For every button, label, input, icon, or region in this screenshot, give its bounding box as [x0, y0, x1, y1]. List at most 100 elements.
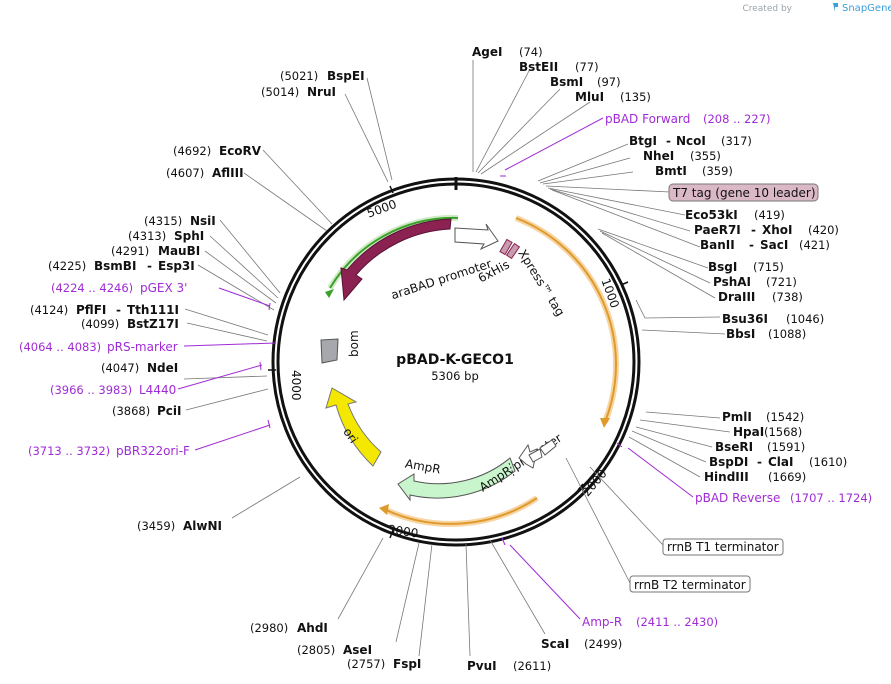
enzyme-bsteII[interactable]: BstEII (77) — [519, 60, 599, 74]
enzyme-bspEI[interactable]: (5021) BspEI — [280, 69, 365, 83]
svg-text:AlwNI: AlwNI — [183, 519, 222, 533]
svg-text:(738): (738) — [772, 290, 803, 304]
orf-arrowhead-top — [600, 418, 610, 428]
enzyme-pflFI-tth111I[interactable]: (4124) PflFI - Tth111I — [30, 303, 179, 317]
feature-rrnb-t1[interactable]: rrnB T1 terminator — [662, 538, 784, 556]
svg-text:FspI: FspI — [393, 657, 421, 671]
rrnb-t1-feature[interactable] — [539, 439, 557, 456]
enzyme-mluI[interactable]: MluI (135) — [575, 90, 651, 104]
enzyme-aseI[interactable]: (2805) AseI — [297, 643, 372, 657]
enzyme-ecoRV[interactable]: (4692) EcoRV — [173, 144, 262, 158]
enzyme-ndeI[interactable]: (4047) NdeI — [101, 361, 178, 375]
enzyme-hpaI[interactable]: HpaI (1568) — [733, 425, 802, 439]
enzyme-maubI[interactable]: (4291) MauBI — [111, 244, 200, 258]
svg-text:(1046): (1046) — [786, 312, 824, 326]
enzyme-bseRI[interactable]: BseRI (1591) — [715, 440, 805, 454]
primer-pgex-3[interactable]: (4224 .. 4246) pGEX 3' — [51, 281, 187, 295]
svg-text:(5014): (5014) — [261, 85, 299, 99]
primer-prs-marker[interactable]: (4064 .. 4083) pRS-marker — [19, 340, 178, 354]
enzyme-btgI-ncoI[interactable]: BtgI - NcoI (317) — [629, 134, 752, 148]
svg-text:L4440: L4440 — [139, 383, 176, 397]
svg-text:(3713 .. 3732): (3713 .. 3732) — [28, 444, 110, 458]
primer-pbad-forward[interactable]: pBAD Forward (208 .. 227) — [605, 112, 771, 126]
svg-text:SphI: SphI — [174, 229, 204, 243]
svg-text:(1542): (1542) — [766, 410, 804, 424]
svg-text:rrnB T1 terminator: rrnB T1 terminator — [667, 540, 779, 554]
bom-label: bom — [347, 330, 361, 357]
svg-text:(4607): (4607) — [166, 166, 204, 180]
enzyme-alwNI[interactable]: (3459) AlwNI — [137, 519, 222, 533]
enzyme-pmlI[interactable]: PmlI (1542) — [722, 410, 804, 424]
svg-text:(77): (77) — [575, 60, 599, 74]
enzyme-ageI[interactable]: AgeI (74) — [472, 45, 543, 59]
snapgene-logo-icon — [833, 3, 838, 12]
svg-text:(4047): (4047) — [101, 361, 139, 375]
xpress-feature[interactable] — [505, 242, 521, 260]
svg-text:(4315): (4315) — [144, 214, 182, 228]
svg-text:BstEII: BstEII — [519, 60, 558, 74]
svg-text:(97): (97) — [597, 75, 621, 89]
rrnb-t2-feature[interactable] — [528, 448, 543, 463]
ori-feature[interactable] — [325, 387, 382, 467]
feature-rrnb-t2[interactable]: rrnB T2 terminator — [629, 575, 751, 593]
primer-l4440[interactable]: (3966 .. 3983) L4440 — [50, 383, 176, 397]
svg-text:BspDI: BspDI — [709, 455, 748, 469]
svg-text:(4225): (4225) — [48, 259, 86, 273]
svg-text:AgeI: AgeI — [472, 45, 502, 59]
enzyme-pshAI[interactable]: PshAI (721) — [713, 275, 797, 289]
enzyme-fspI[interactable]: (2757) FspI — [347, 657, 421, 671]
enzyme-pvuI[interactable]: PvuI (2611) — [467, 659, 551, 673]
enzyme-aflIII[interactable]: (4607) AflIII — [166, 166, 244, 180]
primer-amp-r[interactable]: Amp-R (2411 .. 2430) — [582, 615, 718, 629]
svg-text:(4313): (4313) — [128, 229, 166, 243]
enzyme-bsgI[interactable]: BsgI (715) — [708, 260, 784, 274]
arabad-promoter-label: araBAD promoter — [389, 257, 493, 303]
primer-pbad-reverse[interactable]: pBAD Reverse (1707 .. 1724) — [695, 491, 872, 505]
svg-text:(355): (355) — [690, 149, 721, 163]
svg-text:(135): (135) — [620, 90, 651, 104]
enzyme-bsmbI-esp3I[interactable]: (4225) BsmBI - Esp3I — [48, 259, 195, 273]
svg-text:DraIII: DraIII — [718, 290, 755, 304]
enzyme-hindIII[interactable]: HindIII (1669) — [704, 470, 806, 484]
enzyme-bspDI-claI[interactable]: BspDI - ClaI (1610) — [709, 455, 847, 469]
svg-text:-: - — [751, 223, 756, 237]
ampr-promoter-feature[interactable] — [518, 443, 538, 469]
enzyme-bstz17I[interactable]: (4099) BstZ17I — [81, 317, 179, 331]
enzyme-sphI[interactable]: (4313) SphI — [128, 229, 204, 243]
enzyme-nruI[interactable]: (5014) NruI — [261, 85, 336, 99]
svg-text:NcoI: NcoI — [676, 134, 706, 148]
feature-t7-tag[interactable]: T7 tag (gene 10 leader) — [668, 183, 819, 202]
svg-text:(4291): (4291) — [111, 244, 149, 258]
svg-text:(2411 .. 2430): (2411 .. 2430) — [636, 615, 718, 629]
enzyme-draIII[interactable]: DraIII (738) — [718, 290, 803, 304]
enzyme-ahdI[interactable]: (2980) AhdI — [250, 621, 328, 635]
svg-text:(5021): (5021) — [280, 69, 318, 83]
svg-text:ScaI: ScaI — [541, 637, 569, 651]
enzyme-bmtI[interactable]: BmtI (359) — [655, 164, 733, 178]
enzyme-bsu36I[interactable]: Bsu36I (1046) — [722, 312, 824, 326]
enzyme-bbsI[interactable]: BbsI (1088) — [726, 327, 806, 341]
svg-text:3000: 3000 — [387, 522, 419, 540]
svg-text:(4099): (4099) — [81, 317, 119, 331]
tick-4000: 4000 — [268, 369, 303, 401]
enzyme-eco53kI[interactable]: Eco53kI (419) — [685, 208, 785, 222]
svg-text:-: - — [757, 455, 762, 469]
plasmid-name: pBAD-K-GECO1 — [396, 352, 514, 368]
ampr-feature[interactable] — [397, 457, 516, 502]
enzyme-paer7I-xhoI[interactable]: PaeR7I - XhoI (420) — [694, 223, 839, 237]
enzyme-pciI[interactable]: (3868) PciI — [112, 404, 182, 418]
svg-text:SacI: SacI — [760, 238, 788, 252]
svg-text:-: - — [116, 303, 121, 317]
enzyme-nsiI[interactable]: (4315) NsiI — [144, 214, 216, 228]
his-tag-feature[interactable] — [499, 238, 513, 256]
enzyme-bsmI[interactable]: BsmI (97) — [550, 75, 621, 89]
enzyme-nheI[interactable]: NheI (355) — [643, 149, 721, 163]
arac-feature[interactable] — [340, 218, 452, 302]
enzyme-banII-sacI[interactable]: BanII - SacI (421) — [700, 238, 830, 252]
enzyme-scaI[interactable]: ScaI (2499) — [541, 637, 622, 651]
svg-text:(1707 .. 1724): (1707 .. 1724) — [790, 491, 872, 505]
arabad-promoter-feature[interactable] — [454, 223, 499, 251]
primer-pbr322ori-f[interactable]: (3713 .. 3732) pBR322ori-F — [28, 444, 190, 458]
bom-feature[interactable] — [320, 338, 339, 364]
svg-text:pBAD Forward: pBAD Forward — [605, 112, 690, 126]
